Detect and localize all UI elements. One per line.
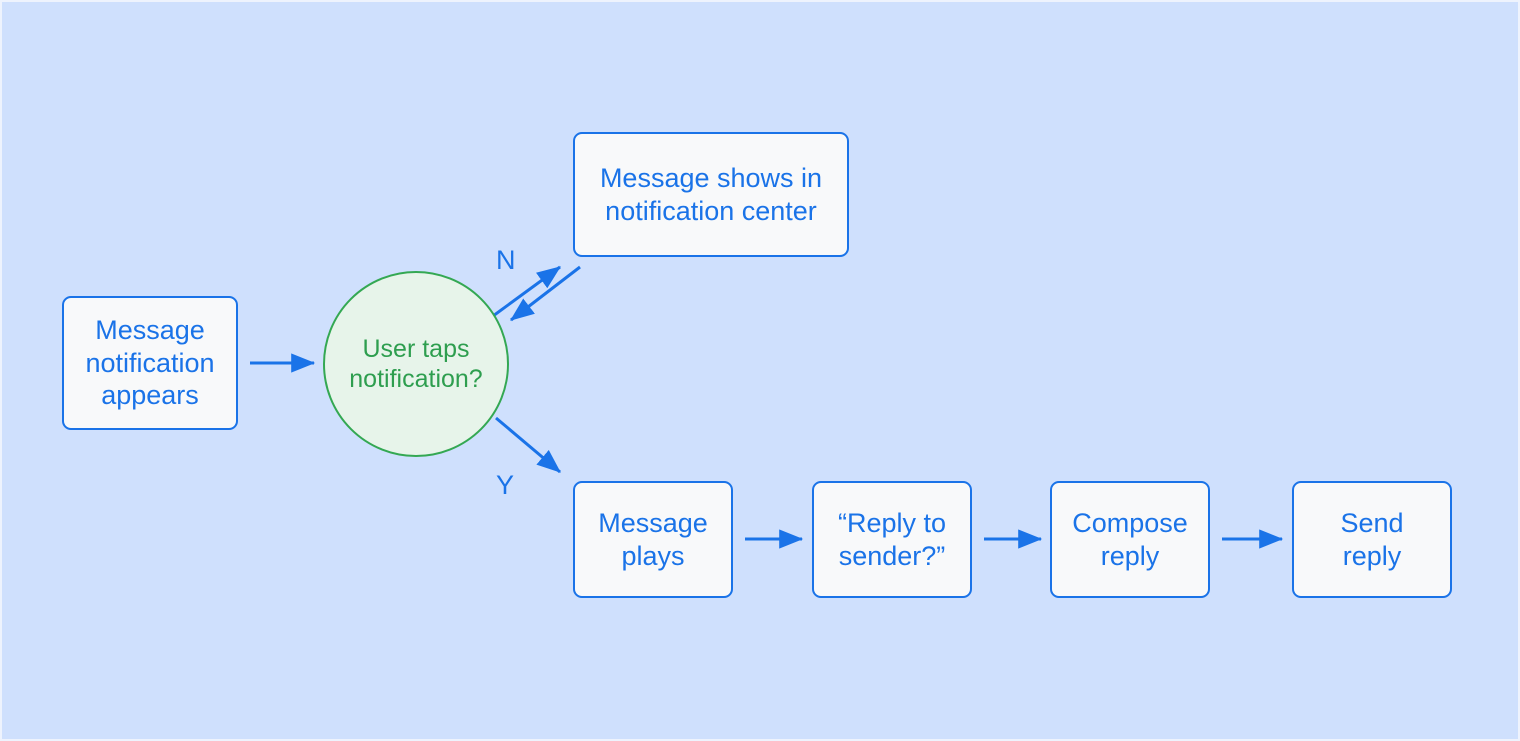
node-message-notification-appears[interactable]: Message notification appears: [62, 296, 238, 430]
edge-decision-to-message-plays: [495, 416, 561, 474]
edge-label-n: N: [496, 245, 516, 275]
node-message-plays[interactable]: Message plays: [573, 481, 733, 598]
edge-notification-center-to-decision: [510, 265, 581, 322]
node-send-reply[interactable]: Send reply: [1292, 481, 1452, 598]
edge-label-y: Y: [496, 470, 515, 500]
node-user-taps-notification[interactable]: User taps notification?: [323, 271, 509, 457]
node-compose-reply[interactable]: Compose reply: [1050, 481, 1210, 598]
node-message-shows-in-notification-center[interactable]: Message shows in notification center: [573, 132, 849, 257]
node-reply-to-sender[interactable]: “Reply to sender?”: [812, 481, 972, 598]
